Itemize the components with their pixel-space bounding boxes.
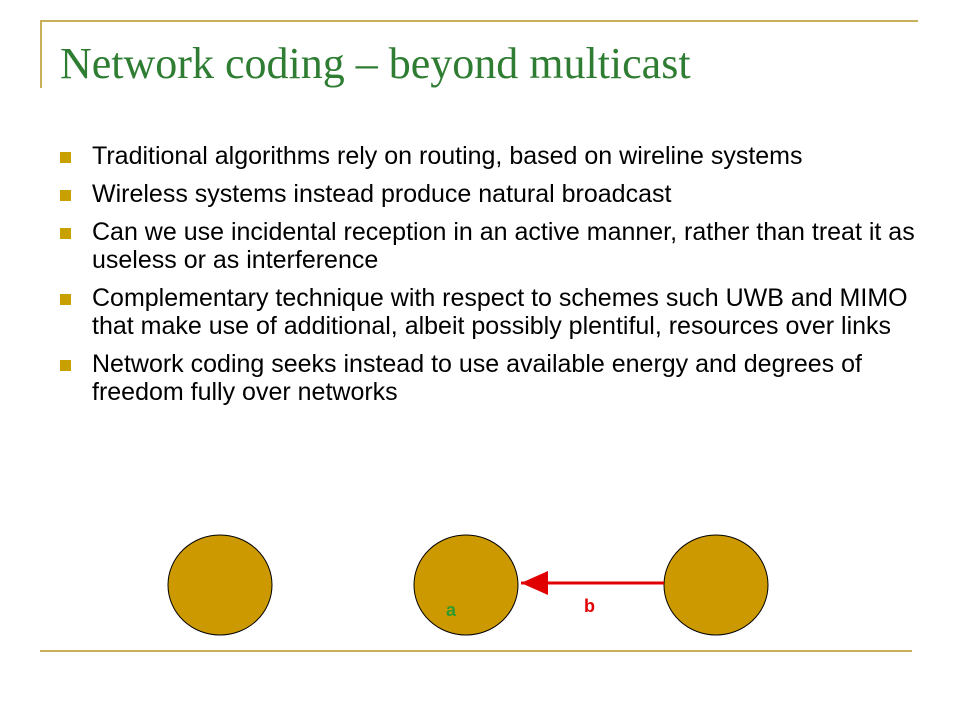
node-middle xyxy=(413,534,519,636)
square-bullet-icon xyxy=(60,294,71,305)
bullet-item: Traditional algorithms rely on routing, … xyxy=(58,142,918,170)
bullet-text: Wireless systems instead produce natural… xyxy=(92,180,672,208)
node-left xyxy=(167,534,273,636)
square-bullet-icon xyxy=(60,190,71,201)
network-diagram: a b xyxy=(167,534,769,636)
top-left-vertical-rule xyxy=(40,20,42,88)
top-horizontal-rule xyxy=(40,20,918,22)
bullet-text: Complementary technique with respect to … xyxy=(92,284,908,340)
bullet-item: Can we use incidental reception in an ac… xyxy=(58,218,918,274)
label-a: a xyxy=(446,600,457,620)
bullet-text: Traditional algorithms rely on routing, … xyxy=(92,142,803,170)
bottom-horizontal-rule xyxy=(40,650,912,652)
bullet-text: Can we use incidental reception in an ac… xyxy=(92,218,915,274)
bullet-item: Wireless systems instead produce natural… xyxy=(58,180,918,208)
bullet-text: Network coding seeks instead to use avai… xyxy=(92,350,862,406)
bullet-item: Network coding seeks instead to use avai… xyxy=(58,350,918,406)
square-bullet-icon xyxy=(60,360,71,371)
slide-title: Network coding – beyond multicast xyxy=(60,39,691,88)
bullet-item: Complementary technique with respect to … xyxy=(58,284,918,340)
node-right xyxy=(663,534,769,636)
square-bullet-icon xyxy=(60,152,71,163)
label-b: b xyxy=(584,596,595,616)
square-bullet-icon xyxy=(60,228,71,239)
bullet-list: Traditional algorithms rely on routing, … xyxy=(58,142,918,416)
